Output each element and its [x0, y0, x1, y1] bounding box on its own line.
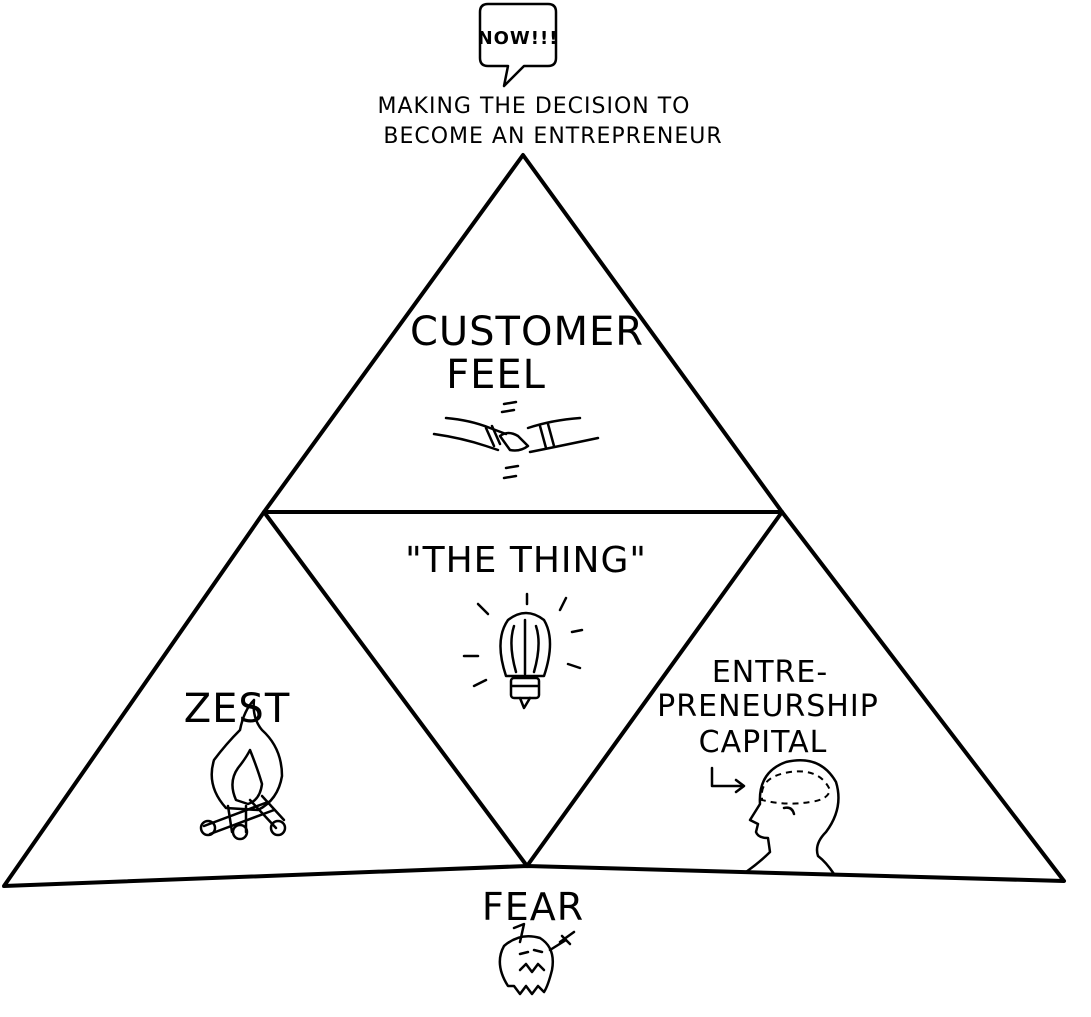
- speech-bubble: NOW!!!: [478, 2, 559, 88]
- top-caption-line-1: MAKING THE DECISION TO: [378, 94, 691, 119]
- head-brain-icon: [710, 759, 840, 876]
- entrepreneurship-capital-label-line-2: PRENEURSHIP: [657, 689, 879, 724]
- the-thing-label: "THE THING": [405, 540, 647, 581]
- inner-triangle: [262, 510, 784, 868]
- handshake-icon: [432, 400, 600, 480]
- customer-feel-label-line-2: FEEL: [446, 352, 546, 398]
- entrepreneurship-capital-label-line-3: CAPITAL: [699, 725, 828, 760]
- outer-triangle: [2, 153, 1066, 888]
- fear-label: FEAR: [482, 885, 584, 929]
- fear-creature-icon: [498, 922, 576, 996]
- zest-label: ZEST: [184, 686, 291, 732]
- top-caption-line-2: BECOME AN ENTREPRENEUR: [383, 124, 722, 149]
- campfire-icon: [199, 698, 287, 841]
- speech-bubble-text: NOW!!!: [478, 28, 559, 49]
- entrepreneurship-capital-label-line-1: ENTRE-: [712, 655, 828, 690]
- lightbulb-icon: [462, 592, 584, 710]
- customer-feel-label-line-1: CUSTOMER: [410, 309, 644, 355]
